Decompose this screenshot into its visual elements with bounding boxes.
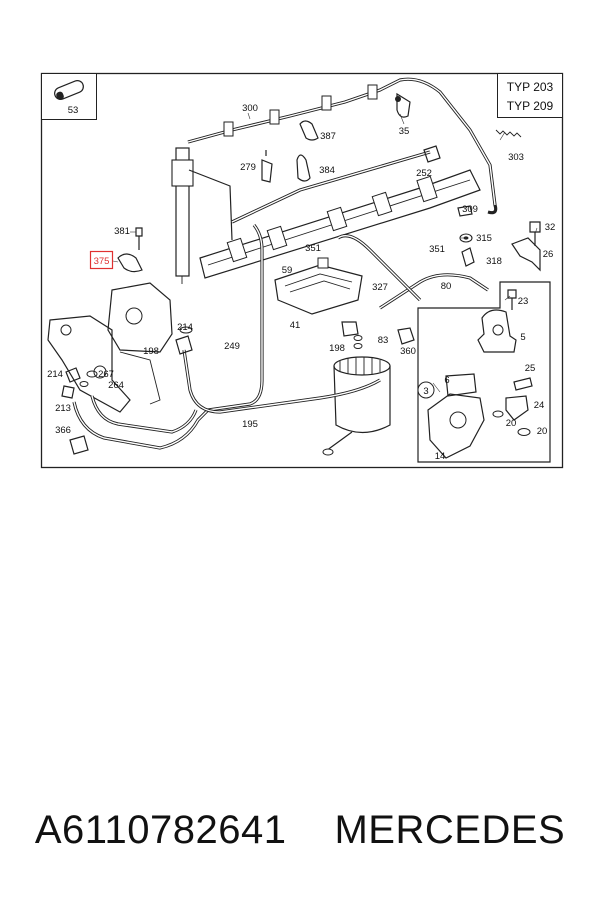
rings-83 — [179, 326, 363, 349]
type-label-203: TYP 203 — [507, 80, 554, 94]
part-53-drawing — [54, 80, 84, 100]
label-327: 327 — [372, 282, 388, 293]
label-25: 25 — [525, 363, 536, 374]
diagram-frame — [40, 72, 564, 469]
label-32: 32 — [545, 222, 556, 233]
type-box — [497, 73, 563, 118]
label-6: 6 — [444, 375, 449, 386]
bolt-381 — [135, 227, 143, 250]
clamp-35 — [395, 92, 411, 118]
label-315: 315 — [476, 233, 492, 244]
common-rail — [199, 150, 481, 279]
clip-387 — [299, 120, 319, 141]
label-23: 23 — [518, 296, 529, 307]
label-318: 318 — [486, 256, 502, 267]
fitting-318 — [461, 247, 475, 267]
label-53: 53 — [68, 105, 79, 116]
spring-303 — [495, 129, 522, 138]
label-384: 384 — [319, 165, 335, 176]
injector — [171, 147, 233, 284]
label-387: 387 — [320, 131, 336, 142]
label-213: 213 — [55, 403, 71, 414]
label-279: 279 — [240, 162, 256, 173]
bracket-26 — [511, 237, 541, 272]
label-198a: 198 — [143, 346, 159, 357]
label-366: 366 — [55, 425, 71, 436]
label-3-circle — [417, 381, 435, 399]
clamp-375 — [117, 253, 143, 273]
label-3: 3 — [423, 386, 428, 397]
label-20a: 20 — [506, 418, 517, 429]
clip-279 — [261, 150, 273, 183]
label-83: 83 — [378, 335, 389, 346]
label-214b: 214 — [47, 369, 63, 380]
sensor-198 — [341, 321, 359, 337]
label-20b: 20 — [537, 426, 548, 437]
label-24: 24 — [534, 400, 545, 411]
label-249: 249 — [224, 341, 240, 352]
label-80: 80 — [441, 281, 452, 292]
high-pressure-pump — [47, 282, 173, 413]
leader-lines — [112, 112, 538, 393]
connector-252 — [423, 145, 441, 163]
label-252: 252 — [416, 168, 432, 179]
label-300: 300 — [242, 103, 258, 114]
sensor-309 — [457, 205, 473, 217]
clip-384 — [296, 154, 311, 182]
label-198b: 198 — [329, 343, 345, 354]
type-label-209: TYP 209 — [507, 99, 554, 113]
label-351b: 351 — [429, 244, 445, 255]
injector-line-assembly — [187, 77, 498, 215]
label-59: 59 — [282, 265, 293, 276]
inset-detail — [417, 281, 551, 463]
label-41: 41 — [290, 320, 301, 331]
part-number: A6110782641 — [34, 807, 287, 852]
part-labels: 53 300 35 387 303 279 384 252 309 32 381… — [47, 103, 555, 462]
label-35: 35 — [399, 126, 410, 137]
label-303: 303 — [508, 152, 524, 163]
filter-housing-41 — [274, 257, 363, 315]
connector-360 — [397, 327, 415, 345]
label-264: 264 — [108, 380, 124, 391]
label-267: 267 — [98, 369, 114, 380]
part-footer: A6110782641 MERCEDES — [0, 800, 600, 860]
fittings-left — [61, 335, 193, 455]
label-375: 375 — [94, 256, 110, 267]
label-214a: 214 — [177, 322, 193, 333]
label-351a: 351 — [305, 243, 321, 254]
label-381: 381 — [114, 226, 130, 237]
label-360: 360 — [400, 346, 416, 357]
label-26: 26 — [543, 249, 554, 260]
label-14: 14 — [435, 451, 446, 462]
label-375-highlight — [89, 250, 114, 270]
brand-name: MERCEDES — [334, 807, 566, 852]
label-195: 195 — [242, 419, 258, 430]
bolt-32 — [529, 221, 541, 246]
label-309: 309 — [462, 204, 478, 215]
label-5: 5 — [520, 332, 525, 343]
return-lines — [72, 224, 489, 450]
fuel-filter — [322, 356, 391, 456]
